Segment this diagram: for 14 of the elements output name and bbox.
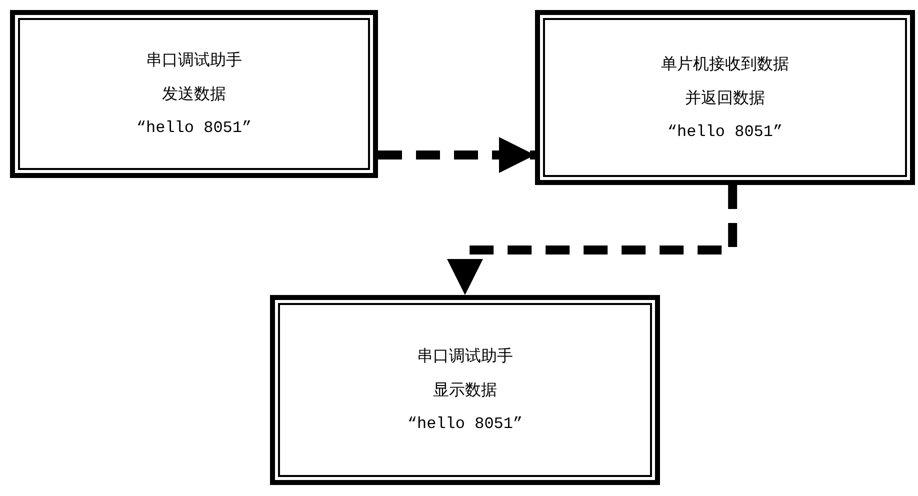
box-text: 显示数据 — [433, 380, 497, 400]
box-text: 单片机接收到数据 — [661, 54, 789, 74]
process-box — [270, 295, 660, 485]
box-text: “hello 8051” — [407, 414, 523, 434]
process-box — [10, 10, 378, 178]
box-text: 串口调试助手 — [146, 50, 242, 70]
process-box — [535, 10, 915, 185]
arrow — [447, 185, 738, 295]
arrow — [378, 137, 535, 173]
box-text: 并返回数据 — [685, 88, 765, 108]
box-text: “hello 8051” — [136, 118, 252, 138]
box-text: “hello 8051” — [667, 122, 783, 142]
box-text: 发送数据 — [162, 84, 226, 104]
box-text: 串口调试助手 — [417, 346, 513, 366]
